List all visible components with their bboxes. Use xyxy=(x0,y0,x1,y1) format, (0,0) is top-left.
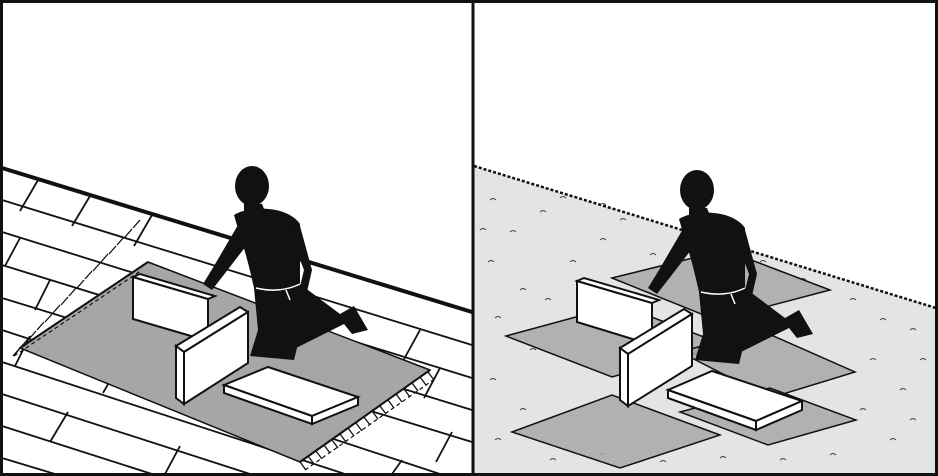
flat-board xyxy=(221,365,361,426)
standing-board-front-right xyxy=(618,307,694,408)
person-shirt-edge-right xyxy=(700,287,746,305)
person-shirt-edge xyxy=(255,283,301,301)
right-panel xyxy=(473,2,937,474)
flat-board-right xyxy=(665,369,805,432)
rug-fringe-right xyxy=(299,369,437,471)
standing-board-front xyxy=(174,305,250,406)
kneeling-person-right xyxy=(648,170,813,364)
carpet-speckles xyxy=(479,196,927,463)
left-panel xyxy=(1,2,473,475)
kneeling-person-left xyxy=(203,166,368,360)
rug-fringe-left xyxy=(12,219,149,357)
